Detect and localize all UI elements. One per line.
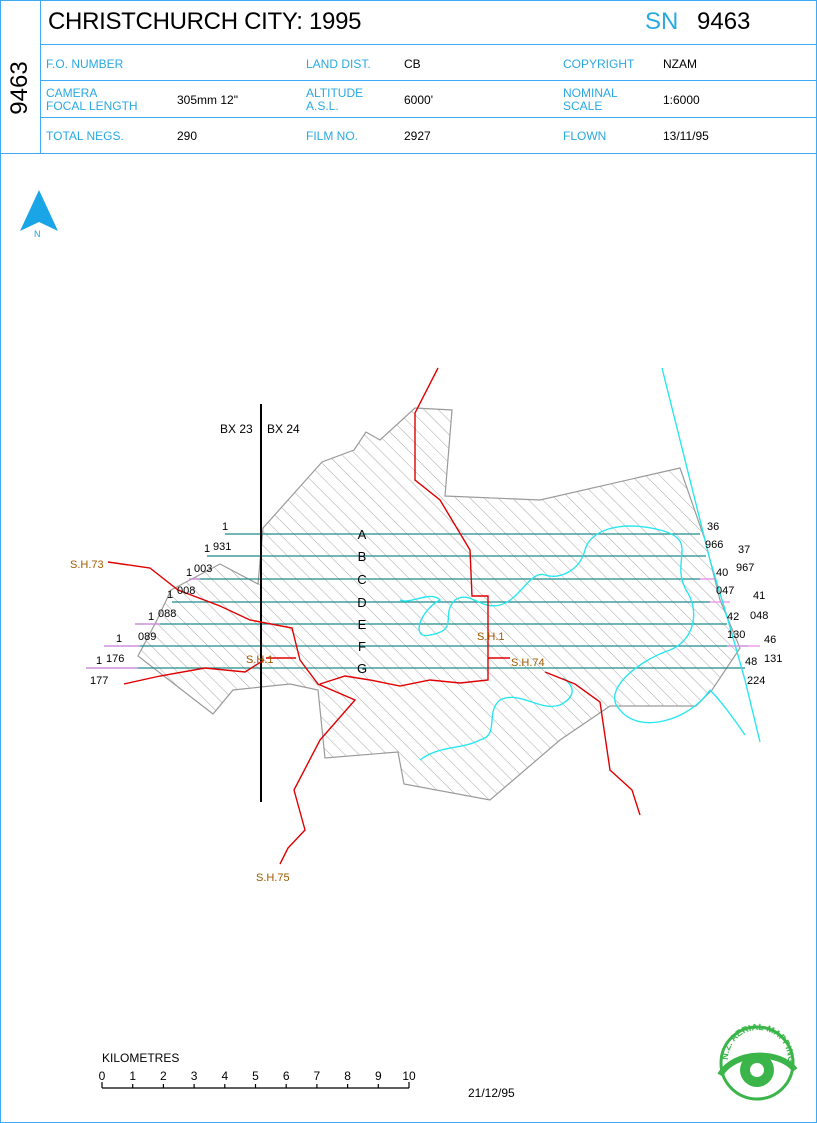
scale-tick-7: 7 [314,1069,321,1083]
header-panel: 9463 CHRISTCHURCH CITY: 1995 SN 9463 F.O… [0,0,817,154]
total-negs-value: 290 [177,129,198,143]
strip-e-right-first: 42 [727,611,739,623]
scale-tick-2: 2 [160,1069,167,1083]
strip-g-right-first: 48 [745,656,757,668]
copyright-value: NZAM [663,57,697,71]
road-label-sh73: S.H.73 [70,559,104,571]
strip-b-right-last: 967 [736,562,754,574]
strip-d-right-first: 41 [753,590,765,602]
scale-tick-3: 3 [191,1069,198,1083]
scale-tick-0: 0 [99,1069,106,1083]
strip-a-right-first: 36 [707,521,719,533]
strip-b-left-first: 1 [204,543,210,555]
strip-c-right-first: 40 [716,567,728,579]
total-negs-label: TOTAL NEGS. [46,129,124,143]
scale-tick-10: 10 [402,1069,416,1083]
scale-tick-1: 1 [129,1069,136,1083]
strip-e-left-first: 1 [148,611,154,623]
strip-a-left-first: 1 [222,521,228,533]
scale-tick-9: 9 [375,1069,382,1083]
strip-f-right-last: 131 [764,653,782,665]
nominal-scale-label: NOMINAL SCALE [563,86,618,113]
strip-letter-e: E [358,617,367,632]
strip-d-left-last: 088 [158,608,176,620]
land-district-label: LAND DIST. [306,57,371,71]
scale-tick-4: 4 [221,1069,228,1083]
strip-c-right-last: 047 [716,585,734,597]
flown-value: 13/11/95 [663,129,709,143]
camera-focal-length-label: CAMERA FOCAL LENGTH [46,86,138,113]
scale-tick-6: 6 [283,1069,290,1083]
header-divider [0,153,817,154]
strip-letter-b: B [358,549,367,564]
strip-letter-a: A [358,527,367,542]
strip-c-left-last: 008 [177,585,195,597]
sn-label: SN [645,8,679,35]
camera-focal-length-value: 305mm 12" [177,93,238,107]
sheet-title: CHRISTCHURCH CITY: 1995 [48,8,362,35]
strip-g-left-first: 1 [96,655,102,667]
north-label: N [34,229,41,239]
scale-bar: KILOMETRES 0 1 2 3 4 5 6 7 8 9 10 [99,1051,416,1089]
road-label-sh74: S.H.74 [511,657,545,669]
strip-d-left-first: 1 [167,589,173,601]
header-divider [40,80,817,81]
strip-letter-c: C [357,572,366,587]
strip-f-right-first: 46 [764,634,776,646]
coverage-area [137,407,741,801]
strip-letter-f: F [358,639,366,654]
strip-f-left-first: 1 [116,633,122,645]
road-label-sh1-east: S.H.1 [477,631,505,643]
land-district-value: CB [404,57,421,71]
strip-f-left-last: 176 [106,653,124,665]
plot-date: 21/12/95 [468,1086,515,1100]
altitude-value: 6000' [404,93,433,107]
strip-a-left-last: 931 [213,541,231,553]
strip-letter-g: G [357,661,367,676]
strip-e-left-last: 089 [138,631,156,643]
strip-e-right-last: 130 [727,629,745,641]
scale-tick-5: 5 [252,1069,259,1083]
coastline-and-rivers [399,367,761,761]
strip-g-left-last: 177 [90,675,108,687]
scale-bar-title: KILOMETRES [102,1051,179,1065]
road-label-sh1-west: S.H.1 [246,654,274,666]
strip-c-left-first: 1 [186,567,192,579]
strip-d-right-last: 048 [750,610,768,622]
fo-number-label: F.O. NUMBER [46,57,124,71]
film-number-label: FILM NO. [306,129,359,143]
header-divider [40,117,817,118]
box-left-label: BX 23 [220,422,253,436]
header-divider [40,44,817,45]
strip-g-right-last: 224 [747,675,765,687]
strip-letter-d: D [357,595,366,610]
box-right-label: BX 24 [267,422,300,436]
road-label-sh75: S.H.75 [256,872,290,884]
altitude-label: ALTITUDE A.S.L. [306,86,364,113]
north-arrow-icon: N [20,190,58,239]
state-highways [107,367,641,865]
copyright-label: COPYRIGHT [563,57,635,71]
strip-b-right-first: 37 [738,544,750,556]
strip-a-right-last: 966 [705,539,723,551]
strip-b-left-last: 003 [194,563,212,575]
sn-number: 9463 [697,8,751,35]
nominal-scale-value: 1:6000 [663,93,700,107]
side-sheet-id: 9463 [0,0,41,153]
scale-tick-8: 8 [344,1069,351,1083]
flown-label: FLOWN [563,129,607,143]
film-number-value: 2927 [404,129,431,143]
